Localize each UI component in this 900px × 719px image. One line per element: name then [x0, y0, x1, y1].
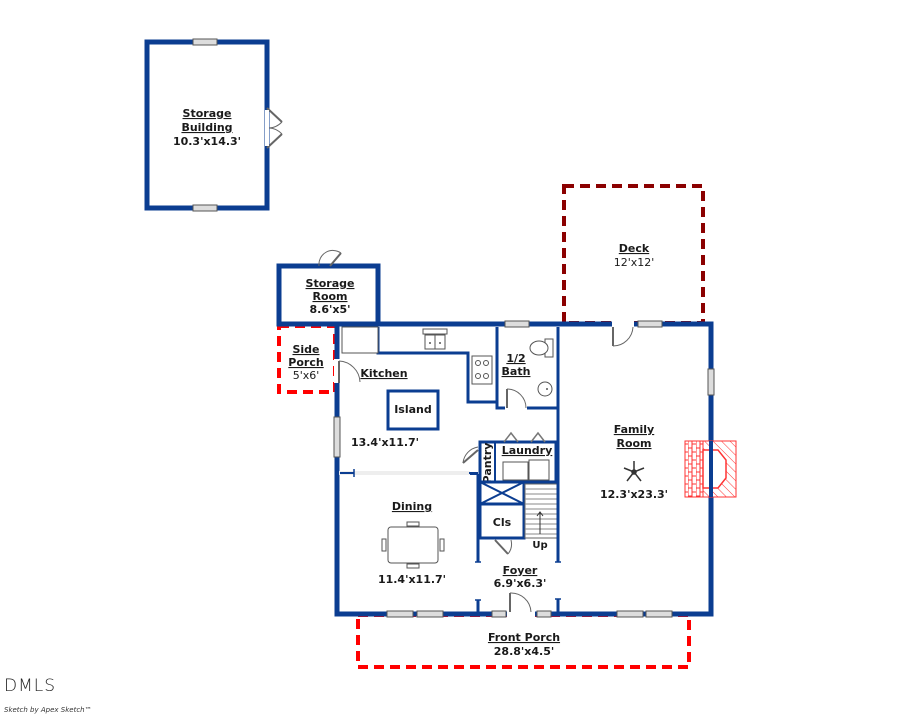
storage-room: Storage Room 8.6'x5': [276, 249, 381, 327]
room-label: 1/2: [506, 352, 525, 365]
windows: [333, 320, 715, 618]
kitchen-island: [386, 389, 440, 431]
window-icon: [616, 610, 644, 618]
door-icon: [505, 388, 527, 411]
double-door-icon: [265, 107, 283, 149]
window-icon: [536, 610, 552, 618]
door-icon: [462, 446, 479, 475]
door-icon: [318, 249, 342, 267]
room-dimensions: 28.8'x4.5': [494, 645, 554, 658]
window-icon: [192, 38, 218, 46]
room-dimensions: 12'x12': [614, 256, 655, 269]
mls-logo: DMLS: [4, 676, 57, 696]
room-label: Room: [312, 290, 347, 303]
room-label: Storage: [306, 277, 355, 290]
room-label: Kitchen: [360, 367, 407, 380]
stairs-icon: [524, 483, 558, 539]
window-icon: [504, 320, 530, 328]
room-label: Bath: [502, 365, 531, 378]
front-door-icon: [507, 592, 535, 617]
window-icon: [416, 610, 444, 618]
window-icon: [645, 610, 673, 618]
room-label: Dining: [392, 500, 432, 513]
stairs-label: Up: [532, 540, 547, 551]
room-label: Porch: [288, 356, 323, 369]
room-label: Family: [614, 423, 654, 436]
room-label: Side: [292, 343, 319, 356]
washer-icon: [502, 461, 529, 481]
room-dimensions: 12.3'x23.3': [600, 488, 668, 501]
door-icon: [334, 359, 361, 383]
window-icon: [386, 610, 414, 618]
room-dimensions: 6.9'x6.3': [494, 577, 547, 590]
room-label: Storage: [183, 107, 232, 120]
fireplace-icon: [684, 440, 737, 498]
toilet-icon: [529, 338, 554, 358]
bath-sink-icon: [537, 381, 553, 397]
dining-table-icon: [381, 521, 445, 569]
room-label: Pantry: [481, 443, 494, 484]
kitchen-dining-opening: [339, 469, 478, 477]
room-label: Front Porch: [488, 631, 560, 644]
window-icon: [491, 610, 507, 618]
window-icon: [333, 416, 341, 458]
room-dimensions: 10.3'x14.3': [173, 135, 241, 148]
room-label: Laundry: [502, 444, 553, 457]
storage-building: Storage Building 10.3'x14.3': [144, 38, 283, 212]
room-label: Building: [181, 121, 232, 134]
sketch-credit: Sketch by Apex Sketch™: [4, 706, 92, 714]
kitchen: Island Kitchen 13.4'x11.7': [341, 326, 499, 449]
room-label: Room: [616, 437, 651, 450]
room-dimensions: 8.6'x5': [310, 303, 351, 316]
room-dimensions: 13.4'x11.7': [351, 436, 419, 449]
deck: Deck 12'x12': [562, 184, 705, 325]
bifold-door-icon: [530, 431, 546, 443]
dryer-icon: [528, 459, 550, 481]
foyer: Foyer 6.9'x6.3': [494, 564, 547, 590]
ceiling-fan-icon: [623, 461, 645, 482]
stove-icon: [471, 355, 493, 385]
room-dimensions: 11.4'x11.7': [378, 573, 446, 586]
bifold-door-icon: [503, 431, 519, 443]
room-label: Cls: [493, 516, 512, 529]
room-label: Deck: [619, 242, 650, 255]
laundry-core: Laundry Pantry Cls Up: [462, 431, 558, 555]
door-icon: [494, 539, 512, 555]
half-bath: 1/2 Bath: [495, 327, 560, 411]
side-porch: Side Porch 5'x6': [277, 324, 337, 394]
family-room: Family Room 12.3'x23.3': [600, 423, 737, 501]
door-icon: [612, 321, 634, 347]
window-icon: [637, 320, 663, 328]
window-icon: [707, 368, 715, 396]
interior-partitions: [475, 408, 561, 612]
refrigerator-icon: [341, 326, 379, 354]
sink-icon: [422, 328, 448, 350]
window-icon: [192, 204, 218, 212]
front-porch: Front Porch 28.8'x4.5': [356, 613, 691, 669]
dining: Dining 11.4'x11.7': [378, 500, 446, 586]
island-label: Island: [394, 403, 432, 416]
room-dimensions: 5'x6': [293, 369, 320, 382]
room-label: Foyer: [503, 564, 538, 577]
